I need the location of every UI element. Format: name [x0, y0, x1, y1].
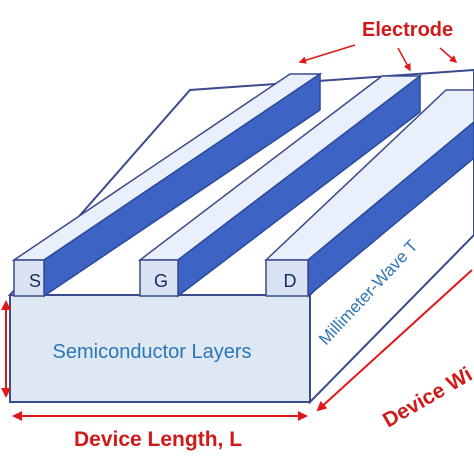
substrate-front-face [9, 294, 311, 403]
device-width-label: Device Wi [379, 363, 474, 432]
electrode-drain [264, 89, 474, 298]
electrode-letter-s: S [29, 271, 41, 291]
electrode-gate [137, 74, 423, 298]
device-width-arrow [316, 269, 473, 412]
electrode-gate-face [139, 259, 179, 297]
semiconductor-label: Semiconductor Layers [53, 341, 252, 363]
electrode-drain-face [265, 259, 309, 297]
electrode-letter-d: D [284, 271, 297, 291]
electrode-letter-g: G [154, 271, 168, 291]
electrodes-pointer-drain [439, 47, 458, 63]
device-length-label: Device Length, L [74, 428, 242, 451]
electrode-source [11, 72, 323, 298]
electrodes-pointer-gate [397, 47, 411, 72]
electrode-source-face [13, 259, 45, 297]
electrodes-label: Electrode [362, 19, 453, 41]
electrodes-pointer-source [298, 44, 356, 64]
